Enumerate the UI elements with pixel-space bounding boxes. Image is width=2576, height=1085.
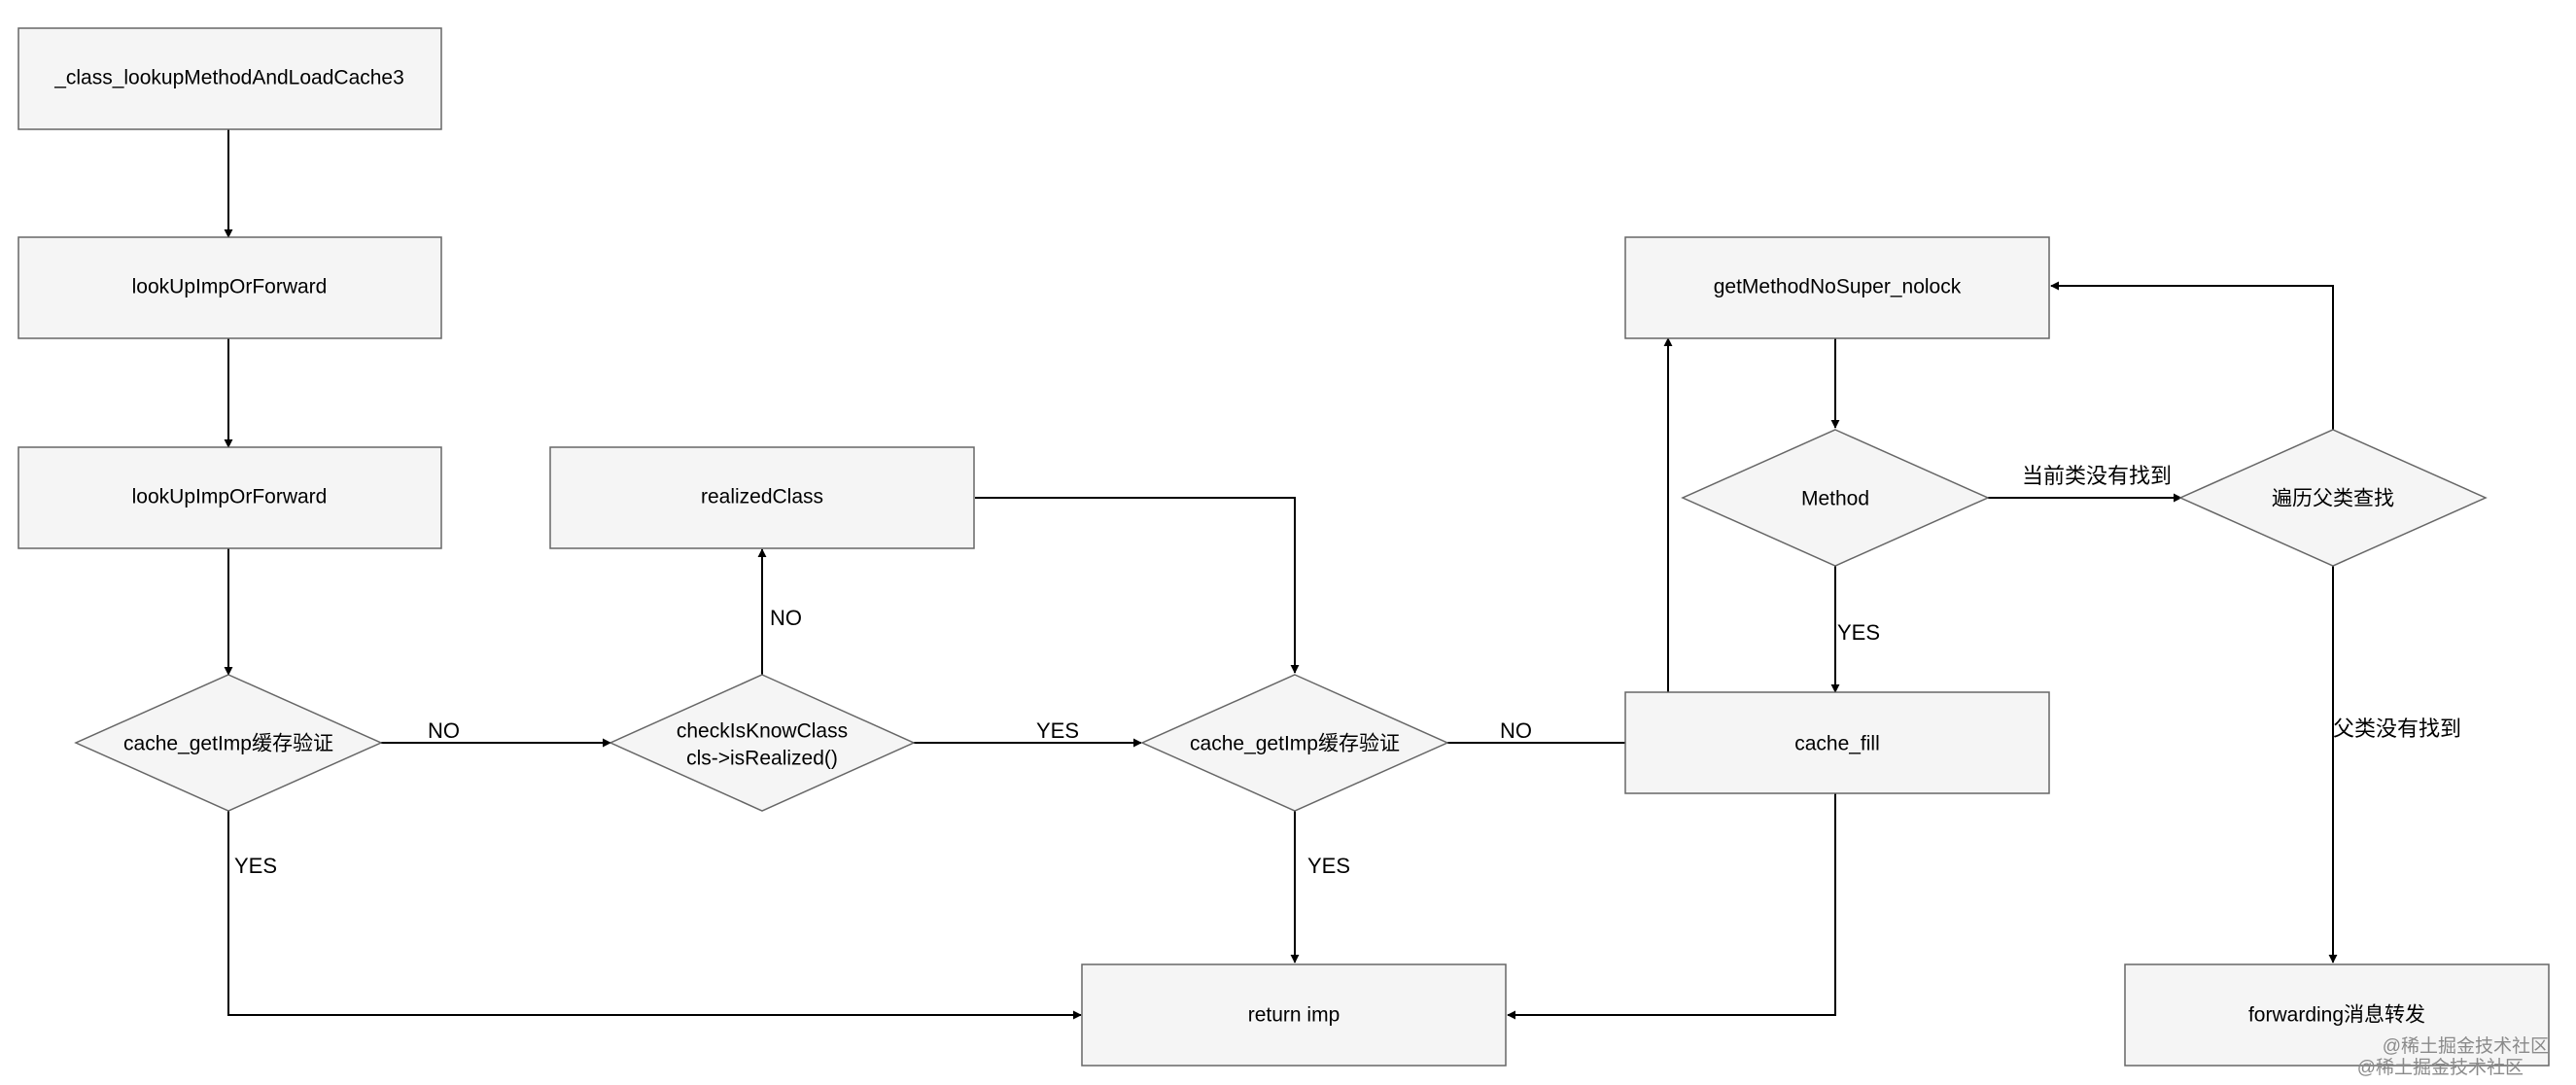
decision-superclass-loop-label: 遍历父类查找: [2272, 488, 2394, 510]
node-get-method: getMethodNoSuper_nolock: [1624, 236, 2050, 339]
node-class-lookup-label: _class_lookupMethodAndLoadCache3: [53, 67, 404, 89]
node-lookup-imp-1: lookUpImpOrForward: [17, 236, 442, 339]
label-d3-yes: YES: [1307, 854, 1350, 878]
edge-superloop-getmethod: [2050, 281, 2334, 430]
edge-labels: NO YES NO YES NO YES YES 当前类没有找到 父类没有找到: [234, 464, 2461, 878]
decision-check-known-class: checkIsKnowClass cls->isRealized(): [609, 674, 916, 812]
node-class-lookup: _class_lookupMethodAndLoadCache3: [17, 27, 442, 130]
node-get-method-label: getMethodNoSuper_nolock: [1714, 276, 1962, 298]
label-check-no: NO: [770, 606, 802, 630]
node-cache-fill-label: cache_fill: [1794, 733, 1880, 755]
decision-check-line2: cls->isRealized(): [686, 748, 838, 770]
node-realized-class-label: realizedClass: [701, 486, 823, 508]
node-lookup-imp-2-label: lookUpImpOrForward: [132, 486, 328, 508]
label-d1-no: NO: [428, 718, 460, 743]
node-cache-fill: cache_fill: [1624, 691, 2050, 794]
node-realized-class: realizedClass: [549, 446, 975, 549]
edge-cachefill-ret: [1507, 793, 1836, 1020]
node-forwarding: forwarding消息转发: [2124, 963, 2550, 1067]
decision-method: Method: [1681, 429, 1990, 567]
decision-cache-getimp-1-label: cache_getImp缓存验证: [123, 733, 333, 755]
label-super-notfound: 父类没有找到: [2333, 717, 2461, 741]
node-lookup-imp-1-label: lookUpImpOrForward: [132, 276, 328, 298]
watermark-line2: @稀土掘金技术社区: [2357, 1057, 2524, 1078]
node-forwarding-label: forwarding消息转发: [2248, 1004, 2425, 1027]
label-method-yes: YES: [1837, 620, 1880, 645]
edge-realized-d3: [975, 497, 1300, 674]
node-return-imp: return imp: [1081, 963, 1507, 1067]
decision-cache-getimp-1: cache_getImp缓存验证: [74, 674, 383, 812]
decision-method-label: Method: [1801, 488, 1869, 510]
decision-cache-getimp-2-label: cache_getImp缓存验证: [1190, 733, 1400, 755]
label-method-notfound: 当前类没有找到: [2022, 464, 2172, 488]
decision-superclass-loop: 遍历父类查找: [2178, 429, 2488, 567]
label-d1-yes: YES: [234, 854, 277, 878]
edge-d1-ret: [227, 811, 1082, 1020]
node-lookup-imp-2: lookUpImpOrForward: [17, 446, 442, 549]
label-check-yes: YES: [1036, 718, 1079, 743]
decision-check-line1: checkIsKnowClass: [677, 720, 848, 743]
node-return-imp-label: return imp: [1248, 1004, 1340, 1027]
edge-d3-getmethod: [1447, 337, 1673, 744]
watermark-line1: @稀土掘金技术社区: [2383, 1035, 2549, 1057]
watermark: @稀土掘金技术社区 @稀土掘金技术社区: [2357, 1035, 2549, 1078]
decision-cache-getimp-2: cache_getImp缓存验证: [1140, 674, 1449, 812]
label-d3-no: NO: [1500, 718, 1532, 743]
